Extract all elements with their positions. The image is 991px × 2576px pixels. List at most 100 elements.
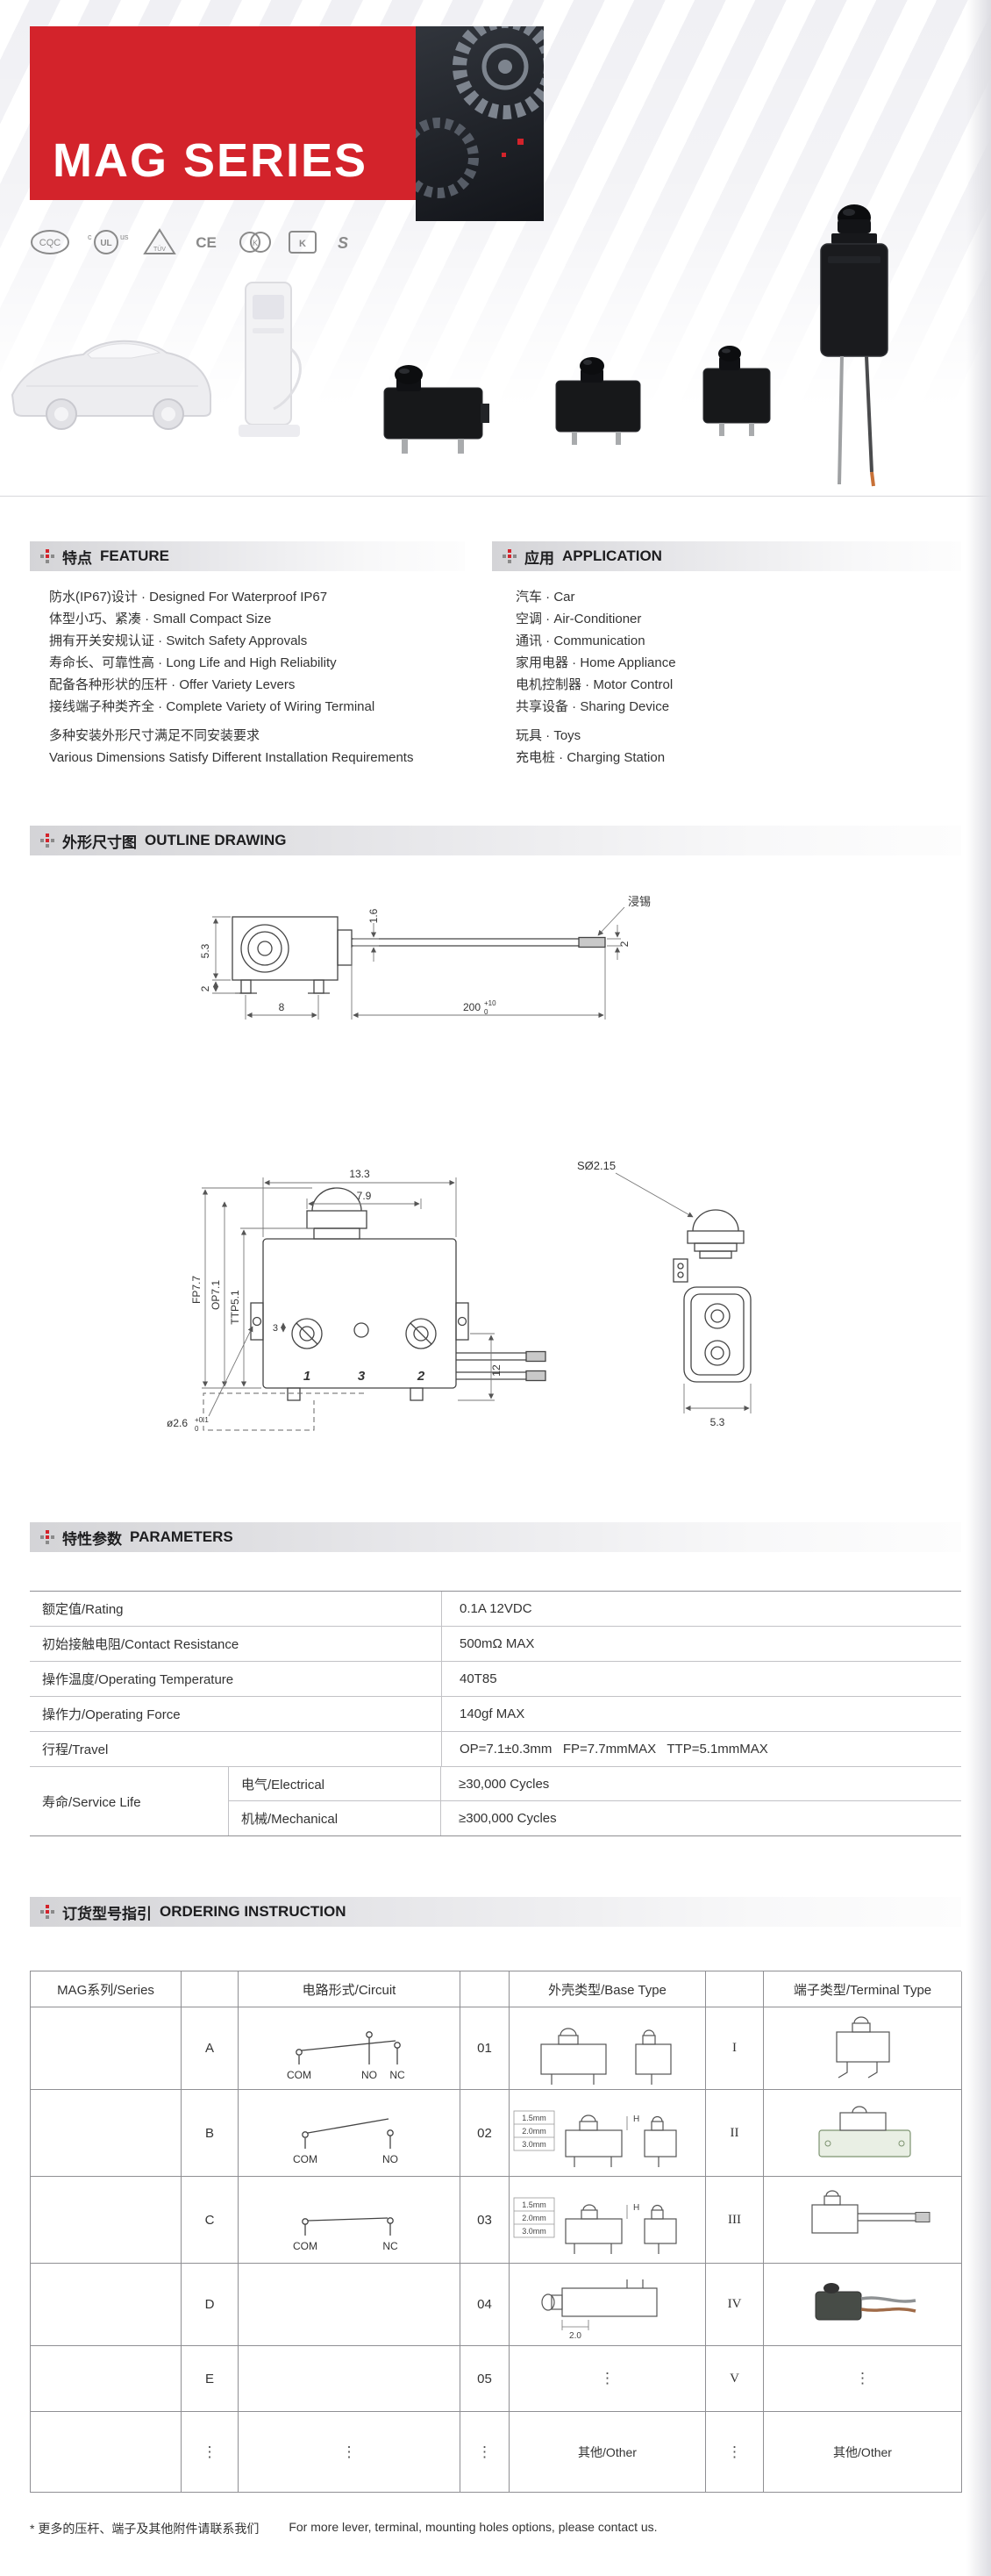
footer-note: * 更多的压杆、端子及其他附件请联系我们 For more lever, ter… — [30, 2520, 658, 2537]
dim-tip-length: 2 — [618, 941, 631, 947]
circuit-number-03: 03 — [460, 2177, 510, 2264]
feature-item: 拥有开关安规认证 · Switch Safety Approvals — [49, 633, 308, 648]
cert-s-text: S — [338, 234, 348, 252]
dim-fp: FP7.7 — [190, 1276, 203, 1304]
section-icon — [40, 1530, 54, 1544]
cert-ul-text: UL — [100, 239, 111, 248]
cert-kema-logo: K — [235, 228, 275, 256]
param-row-service-life: 寿命/Service Life 电气/Electrical ≥30,000 Cy… — [30, 1767, 961, 1835]
series-cell — [31, 2007, 182, 2090]
application-item: 共享设备 · Sharing Device — [516, 699, 670, 714]
base-type-03-drawing: 1.5mm 2.0mm 3.0mm H — [510, 2177, 706, 2264]
series-letter-e: E — [182, 2346, 239, 2412]
terminal-number-2: 2 — [417, 1369, 425, 1384]
section-title-en: FEATURE — [100, 547, 170, 564]
gear-icon — [416, 26, 544, 198]
dim-rivet-offset: 3 — [273, 1323, 278, 1334]
product-photo-switch-3 — [688, 326, 784, 449]
cert-cqc-text: CQC — [39, 238, 61, 248]
feature-item: Various Dimensions Satisfy Different Ins… — [49, 750, 414, 765]
terminal-type-iii-drawing — [764, 2177, 962, 2264]
section-title-en: APPLICATION — [562, 547, 662, 564]
terminal-type-ii-drawing — [764, 2090, 962, 2177]
outline-drawing-front-view: 13.3 7.9 FP7.7 OP7.1 TTP5.1 ø2.6 +0.1 0 … — [140, 1123, 561, 1496]
series-cell — [31, 2264, 182, 2346]
h-value-1: 1.5mm — [522, 2114, 546, 2122]
dim-foot-height: 2 — [199, 985, 211, 991]
param-label: 寿命/Service Life — [30, 1767, 229, 1835]
dim-body-width: 13.3 — [349, 1168, 370, 1180]
feature-item: 接线端子种类齐全 · Complete Variety of Wiring Te… — [49, 699, 375, 714]
param-row: 额定值/Rating 0.1A 12VDC — [30, 1592, 961, 1627]
param-label: 操作温度/Operating Temperature — [30, 1662, 442, 1696]
application-item: 电机控制器 · Motor Control — [516, 677, 674, 692]
ordering-section-header: 订货型号指引 ORDERING INSTRUCTION — [30, 1897, 961, 1927]
param-label: 额定值/Rating — [30, 1592, 442, 1626]
h-value-2: 2.0mm — [522, 2214, 546, 2222]
section-icon — [40, 834, 54, 848]
circuit-ellipsis: ⋮ — [239, 2412, 460, 2493]
param-value: 140gf MAX — [460, 1707, 525, 1721]
param-sublabel: 机械/Mechanical — [229, 1801, 441, 1835]
param-label: 行程/Travel — [30, 1732, 442, 1766]
section-title-zh: 特性参数 — [62, 1530, 122, 1548]
h-dim-label: H — [633, 2114, 639, 2124]
param-value: ≥30,000 Cycles — [459, 1776, 550, 1792]
circuit-number-05: 05 — [460, 2346, 510, 2412]
section-title-zh: 应用 — [524, 549, 554, 567]
terminal-roman-v: V — [706, 2346, 764, 2412]
section-title-en: PARAMETERS — [130, 1528, 233, 1545]
ordering-header-base: 外壳类型/Base Type — [510, 1971, 706, 2007]
section-icon — [40, 1905, 54, 1919]
series-cell — [31, 2090, 182, 2177]
terminal-roman-iii: III — [706, 2177, 764, 2264]
param-value: OP=7.1±0.3mm FP=7.7mmMAX TTP=5.1mmMAX — [460, 1742, 768, 1757]
circuit-a-no-label: NO — [361, 2069, 377, 2081]
application-item: 通讯 · Communication — [516, 633, 645, 648]
feature-section-header: 特点 FEATURE — [30, 541, 465, 571]
application-list: 汽车 · Car 空调 · Air-Conditioner 通讯 · Commu… — [516, 586, 937, 769]
series-letter-c: C — [182, 2177, 239, 2264]
section-title-zh: 特点 — [62, 549, 92, 567]
terminal-roman-i: I — [706, 2007, 764, 2090]
application-item: 家用电器 · Home Appliance — [516, 655, 676, 670]
feature-item: 防水(IP67)设计 · Designed For Waterproof IP6… — [49, 590, 328, 605]
base-type-04-drawing: 2.0 — [510, 2264, 706, 2346]
base-type-02-drawing: 1.5mm 2.0mm 3.0mm H — [510, 2090, 706, 2177]
brand-banner: MAG SERIES — [30, 26, 416, 200]
cert-tuv-text: TÜV — [153, 246, 166, 253]
product-photo-switch-2 — [545, 335, 651, 458]
dim-wire-thickness: 1.6 — [367, 908, 380, 923]
param-subrow: 机械/Mechanical ≥300,000 Cycles — [229, 1801, 961, 1835]
outline-drawing-side-view: 5.3 2 8 200 +10 0 1.6 2 浸锡 — [167, 877, 675, 1084]
cert-s-logo: S — [330, 228, 356, 256]
application-item: 空调 · Air-Conditioner — [516, 612, 642, 626]
base-other-label: 其他/Other — [510, 2412, 706, 2493]
feature-list: 防水(IP67)设计 · Designed For Waterproof IP6… — [49, 586, 479, 769]
ordering-header-letter-col — [182, 1971, 239, 2007]
circuit-cell-empty — [239, 2264, 460, 2346]
series-letter-d: D — [182, 2264, 239, 2346]
section-icon — [40, 549, 54, 563]
ordering-header-roman-col — [706, 1971, 764, 2007]
series-letter-a: A — [182, 2007, 239, 2090]
gear-photo — [416, 26, 544, 221]
cert-ce-logo: CE — [189, 228, 224, 256]
circuit-b-com-label: COM — [293, 2153, 317, 2165]
cert-kc-logo: K — [287, 228, 318, 256]
circuit-number-04: 04 — [460, 2264, 510, 2346]
terminal-number-1: 1 — [303, 1369, 310, 1384]
cert-ul-pre: c — [88, 233, 92, 241]
dim-wire-length-tol-dn: 0 — [484, 1008, 488, 1016]
section-title-en: ORDERING INSTRUCTION — [160, 1903, 346, 1920]
application-item: 充电桩 · Charging Station — [516, 750, 666, 765]
circuit-a-com-label: COM — [287, 2069, 311, 2081]
ordering-header-terminal: 端子类型/Terminal Type — [764, 1971, 962, 2007]
feature-item: 体型小巧、紧凑 · Small Compact Size — [49, 612, 272, 626]
circuit-diagram-a: COM NO NC — [239, 2007, 460, 2090]
cert-cqc-logo: CQC — [30, 228, 70, 256]
ordering-header-number-col — [460, 1971, 510, 2007]
right-edge-gradient — [966, 0, 991, 2576]
application-section-header: 应用 APPLICATION — [492, 541, 961, 571]
